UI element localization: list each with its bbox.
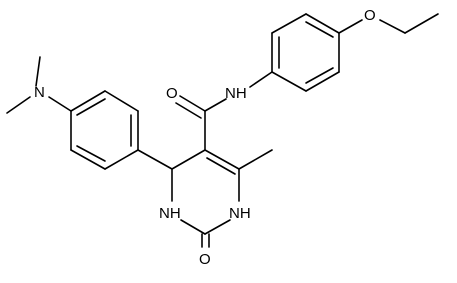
- ethoxyphenyl-ring: [271, 13, 340, 92]
- bond-ch2-ch3: [404, 13, 439, 34]
- dimethylaminophenyl-ring: [70, 90, 139, 170]
- bond-aryl-c4: [137, 149, 173, 170]
- ring-a-bond-5-inner: [76, 145, 106, 162]
- pyr-c4-c5: [171, 149, 206, 170]
- pyr-c5-c6-double: [206, 157, 236, 175]
- bond-n-methyl-left: [6, 96, 31, 114]
- atom-label-carbonyl-o: O: [199, 251, 211, 268]
- atom-label-dimethylamino-n: N: [34, 84, 45, 101]
- pyr-c5-c6: [204, 149, 240, 170]
- ring-a-bond-4: [104, 149, 139, 170]
- ring-a-bond-5: [70, 149, 106, 170]
- ring-b-bond-2: [271, 13, 307, 34]
- carboxamide-group: [175, 71, 273, 151]
- bond-n-methyl-top: [35, 56, 41, 87]
- amide-c-o-bond-2: [175, 102, 202, 119]
- bond-c6-methyl: [238, 149, 273, 170]
- atom-label-ring-nh-right: NH: [229, 205, 251, 222]
- ring-b-bond-5: [305, 71, 340, 92]
- pyrimidine-ring: [171, 149, 240, 235]
- bond-o-ch2: [379, 19, 406, 34]
- amide-c-o-bond-1: [179, 95, 206, 112]
- pyr-c2-n3: [180, 219, 206, 235]
- ring-b-bond-3: [305, 13, 340, 34]
- pyr-n1-c2: [204, 219, 231, 235]
- ring-b-bond-5-inner: [305, 67, 334, 84]
- ring-b-bond-3-inner: [305, 21, 334, 38]
- atom-label-ether-o: O: [364, 7, 376, 24]
- atom-label-amide-o: O: [166, 85, 178, 102]
- dimethylamino-group: [6, 56, 72, 114]
- bond-aryl-o: [338, 19, 363, 34]
- ring-a-bond-1-inner: [76, 98, 106, 116]
- urea-carbonyl: [201, 233, 210, 248]
- bond-amide-n-aryl: [249, 71, 273, 88]
- atom-label-amide-nh: NH: [225, 85, 247, 102]
- bond-amide-c-n: [204, 98, 227, 112]
- ring-a-bond-2: [104, 90, 139, 112]
- ring-a-bond-1: [70, 90, 106, 112]
- atom-label-ring-nh-left: NH: [159, 205, 181, 222]
- ring-b-bond-6: [271, 71, 307, 92]
- bond-n-aryl: [48, 96, 72, 112]
- ethoxy-group: [338, 13, 439, 34]
